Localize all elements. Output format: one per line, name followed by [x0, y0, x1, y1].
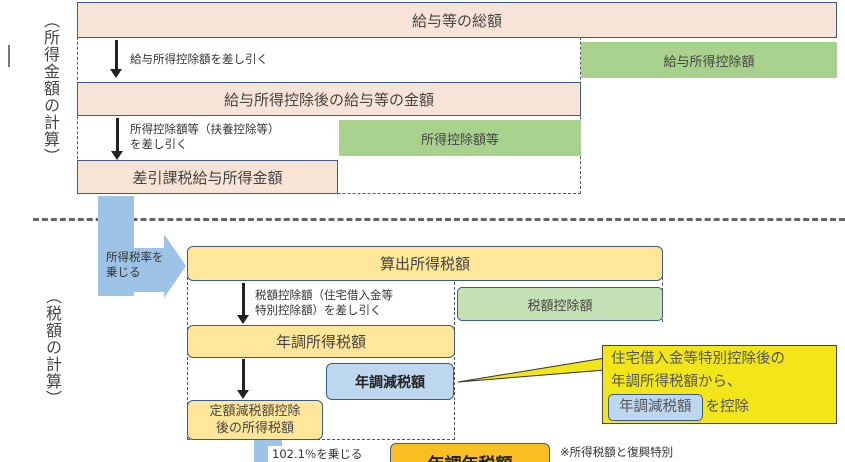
section-label-income: （所得金額の計算） — [41, 12, 60, 165]
after-fixed-reduction-box: 定額減税額控除 後の所得税額 — [187, 400, 323, 440]
step1-note: 給与所得控除額を差し引く — [130, 52, 268, 66]
rate-arrow-label: 所得税率を 乗じる — [106, 250, 164, 280]
multiply-note: 102.1％を乗じる — [268, 446, 367, 462]
callout-line: 住宅借入金等特別控除後の — [611, 351, 785, 367]
section-label-tax: （税額の計算） — [43, 288, 62, 407]
step2-note-line: を差し引く — [130, 137, 188, 151]
callout-chip: 年調減税額 — [608, 394, 703, 421]
callout-pointer — [457, 357, 606, 383]
step2-note: 所得控除額等（扶養控除等） を差し引く — [130, 122, 280, 152]
step3-note: 税額控除額（住宅借入金等 特別控除額）を差し引く — [255, 288, 393, 318]
after-fixed-line: 後の所得税額 — [215, 421, 294, 436]
callout-box: 住宅借入金等特別控除後の 年調所得税額から、 年調減税額 を控除 — [602, 345, 837, 424]
income-deductions-box: 所得控除額等 — [339, 120, 581, 156]
rate-arrow-line: 所得税率を — [106, 250, 164, 264]
callout-line: 年調所得税額から、 — [611, 374, 742, 390]
footnote: ※所得税額と復興特別 — [560, 445, 674, 459]
after-fixed-line: 定額減税額控除 — [209, 404, 301, 419]
rate-arrow-shaft-h — [134, 248, 164, 292]
rate-arrow-shaft — [98, 196, 134, 296]
annual-tax-box: 年調所得税額 — [187, 325, 455, 358]
step2-note-line: 所得控除額等（扶養控除等） — [130, 122, 280, 136]
step3-note-line: 税額控除額（住宅借入金等 — [255, 288, 393, 302]
tax-credit-box: 税額控除額 — [457, 287, 663, 321]
after-salary-deduction-box: 給与所得控除後の給与等の金額 — [77, 82, 581, 116]
down-arrow-icon — [237, 283, 249, 324]
taxable-income-box: 差引課税給与所得金額 — [77, 160, 338, 194]
callout-line: 年調減税額 を控除 — [608, 394, 836, 421]
edge-mark — [8, 45, 10, 67]
section-divider — [33, 218, 845, 221]
down-arrow-icon — [110, 40, 122, 78]
computed-tax-box: 算出所得税額 — [187, 246, 663, 281]
salary-deduction-box: 給与所得控除額 — [581, 42, 837, 78]
callout-suffix: を控除 — [705, 399, 750, 415]
step3-note-line: 特別控除額）を差し引く — [255, 303, 382, 317]
rate-arrow-line: 乗じる — [106, 265, 141, 279]
annual-final-tax-box: 年調年税額 — [390, 443, 550, 462]
annual-reduction-box: 年調減税額 — [326, 363, 454, 400]
down-arrow-icon — [237, 359, 249, 399]
total-salary-box: 給与等の総額 — [77, 2, 837, 38]
rate-arrow-head-icon — [164, 234, 186, 298]
down-arrow-icon — [111, 118, 123, 160]
